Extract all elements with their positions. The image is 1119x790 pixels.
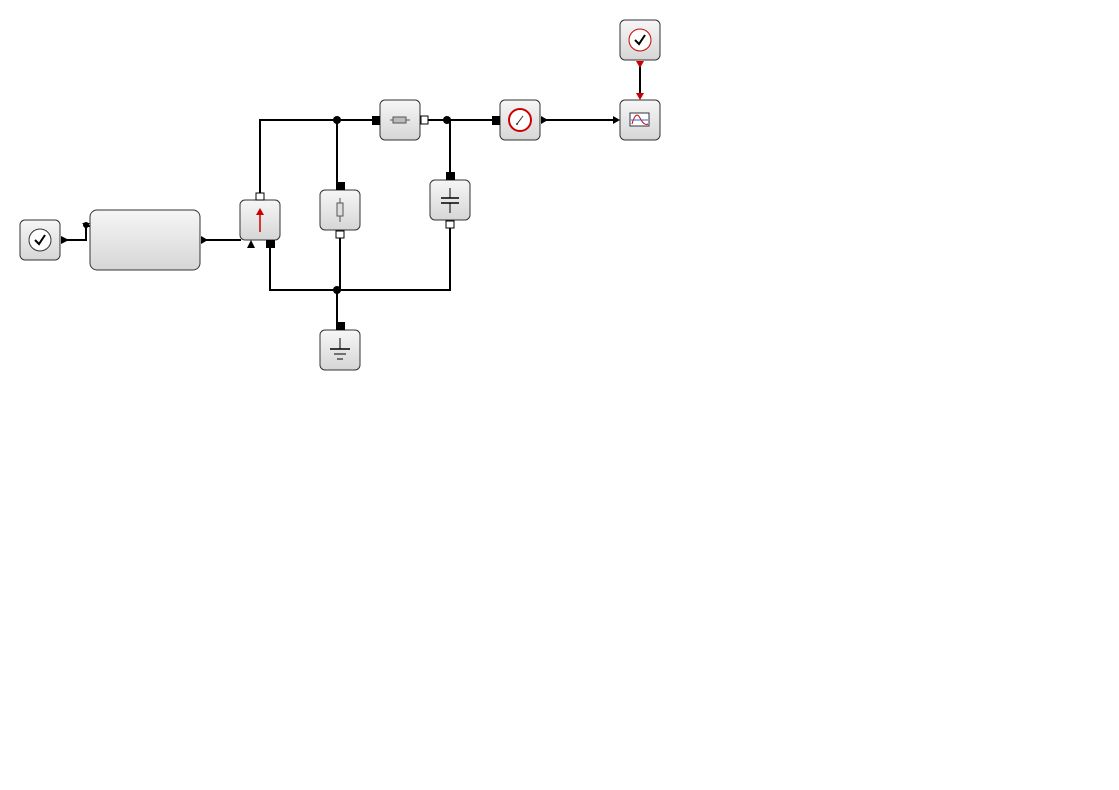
negative-port[interactable]: [445, 220, 455, 229]
capacitor-block[interactable]: [429, 172, 471, 229]
positive-port[interactable]: [446, 172, 455, 180]
inductor-icon: [390, 116, 410, 124]
ground-block[interactable]: [319, 322, 361, 371]
clock-icon: [628, 28, 652, 52]
current-source-arrow-icon: [256, 208, 264, 232]
scope-block[interactable]: [613, 93, 661, 141]
junction-node: [333, 286, 341, 294]
input-port[interactable]: [613, 116, 620, 124]
output-port[interactable]: [201, 236, 208, 244]
voltmeter-icon: [508, 108, 532, 132]
wires: [64, 63, 641, 326]
control-input-port[interactable]: [247, 240, 255, 248]
ground-icon: [330, 338, 350, 360]
event-output-port[interactable]: [636, 61, 644, 68]
positive-port[interactable]: [336, 182, 345, 190]
clock-icon: [28, 228, 52, 252]
capacitor-icon: [441, 188, 459, 213]
inductor-block[interactable]: [372, 99, 429, 141]
clock-block-left[interactable]: [19, 219, 69, 261]
output-port[interactable]: [541, 116, 548, 124]
output-port[interactable]: [420, 115, 429, 125]
input-port[interactable]: [372, 116, 380, 125]
wire-bottom-rail[interactable]: [269, 228, 451, 291]
current-source-block[interactable]: [239, 192, 281, 248]
resistor-block[interactable]: [319, 182, 361, 239]
input-port[interactable]: [492, 116, 500, 125]
source-superblock[interactable]: [82, 209, 208, 271]
wire-source-top[interactable]: [259, 119, 377, 194]
negative-port[interactable]: [266, 240, 275, 248]
port[interactable]: [336, 322, 345, 330]
scope-icon: [629, 112, 650, 127]
clock-block-top[interactable]: [619, 19, 661, 68]
junction-node: [443, 116, 451, 124]
event-output-port[interactable]: [61, 236, 69, 244]
resistor-icon: [336, 198, 344, 222]
positive-port[interactable]: [255, 192, 265, 201]
wire-clock-to-superblock[interactable]: [64, 225, 92, 241]
junction-node: [333, 116, 341, 124]
voltage-sensor-block[interactable]: [492, 99, 548, 141]
negative-port[interactable]: [335, 230, 345, 239]
event-input-port[interactable]: [636, 93, 644, 100]
